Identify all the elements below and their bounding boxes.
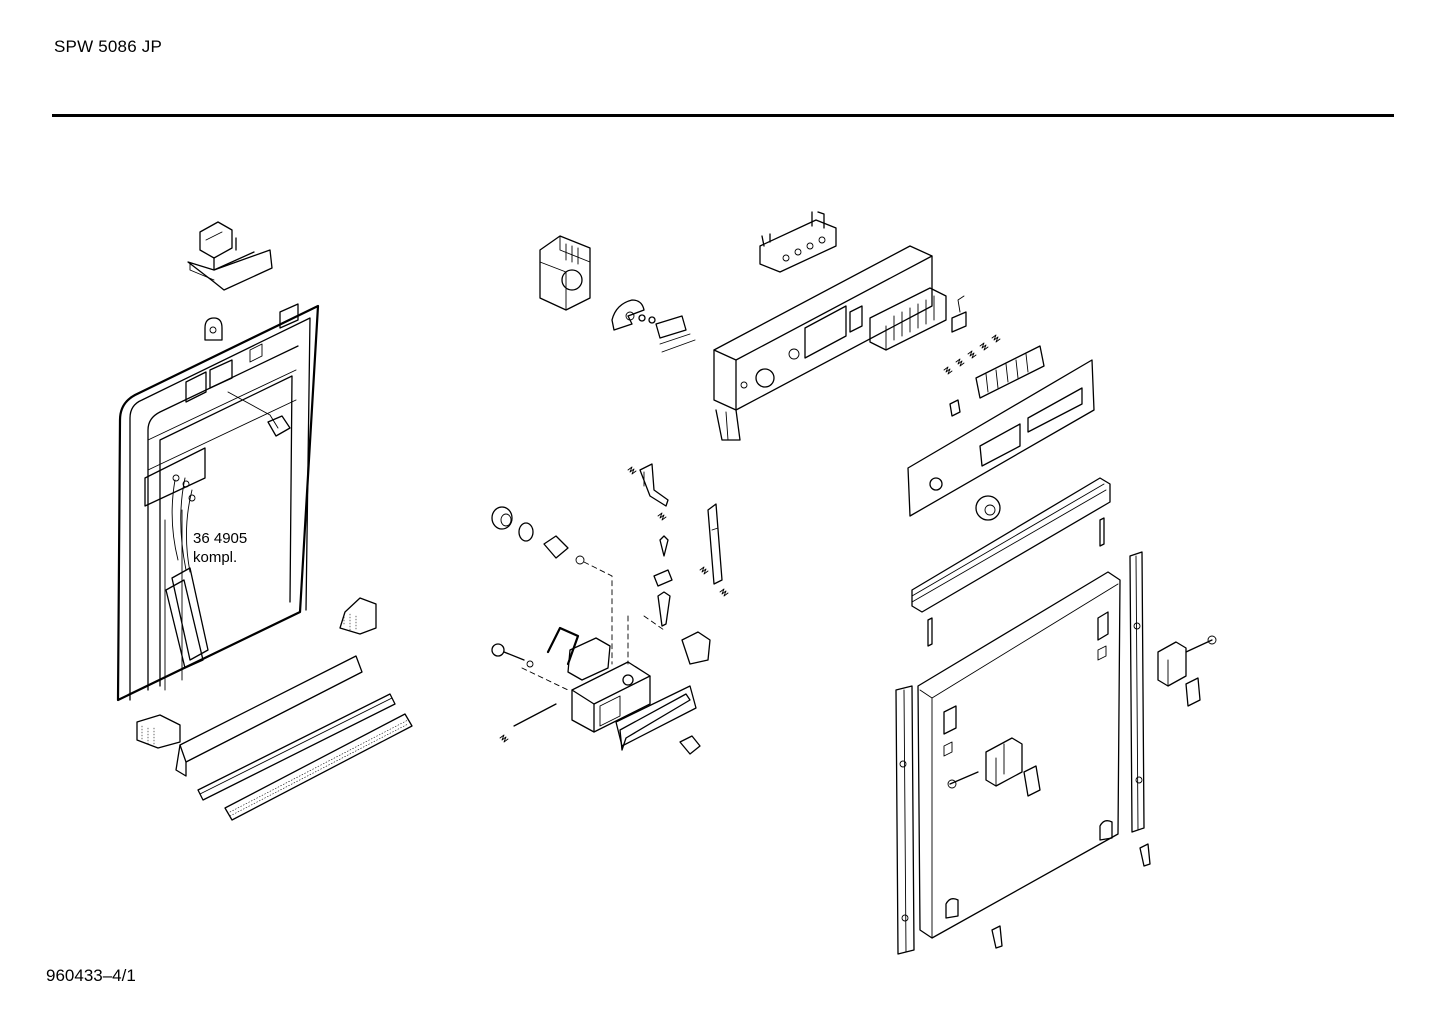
connector-guides — [521, 561, 665, 691]
inner-door-panel — [116, 303, 320, 702]
program-timer — [539, 235, 591, 311]
push-buttons — [975, 345, 1045, 399]
small-fittings — [638, 314, 696, 353]
part-note: kompl. — [193, 549, 238, 566]
side-hinge — [1157, 635, 1217, 707]
hinge-screw — [947, 771, 979, 789]
wire-loop — [546, 626, 580, 666]
lock-springs — [627, 466, 729, 597]
right-side-rail — [1129, 551, 1145, 833]
contact-spring — [951, 295, 967, 333]
switch-block — [869, 287, 947, 351]
lock-pins — [653, 535, 673, 627]
left-end-cap — [339, 597, 377, 635]
mounting-brackets — [991, 843, 1151, 949]
seal-strip — [197, 693, 396, 801]
handle-screws — [927, 517, 1105, 647]
hinge-bracket — [985, 737, 1023, 787]
part-number: 36 4905 — [193, 530, 248, 547]
trim-strip — [175, 655, 363, 777]
outer-door-panel — [917, 571, 1121, 939]
retaining-clip — [681, 631, 711, 665]
timer-gear — [611, 299, 645, 331]
seal-pad — [567, 637, 611, 681]
release-key — [491, 643, 534, 668]
push-button-springs — [943, 334, 1001, 375]
left-side-rail — [895, 685, 915, 955]
lock-cable-connector — [679, 735, 701, 755]
lock-bracket — [639, 463, 669, 507]
hinge-plate — [1023, 765, 1041, 797]
document-number: 960433–4/1 — [46, 966, 136, 985]
door-latch-assembly — [187, 221, 273, 291]
bushing-ring — [491, 506, 585, 565]
lock-lever — [707, 503, 723, 585]
program-knob — [975, 495, 1001, 521]
release-spring — [499, 703, 557, 743]
control-panel-housing — [713, 245, 933, 441]
terminal-block — [759, 211, 837, 273]
button-cap — [949, 399, 961, 417]
fascia-panel — [907, 359, 1095, 517]
foam-strip — [224, 713, 413, 821]
door-lock-body — [571, 661, 651, 733]
lock-frame-gasket — [615, 685, 697, 751]
handle-bar — [911, 477, 1111, 613]
catch-clip — [204, 317, 223, 341]
model-title: SPW 5086 JP — [54, 37, 163, 56]
right-end-cap — [136, 714, 181, 749]
part-callout: 36 4905 kompl. — [193, 529, 247, 567]
header-divider — [52, 114, 1394, 117]
